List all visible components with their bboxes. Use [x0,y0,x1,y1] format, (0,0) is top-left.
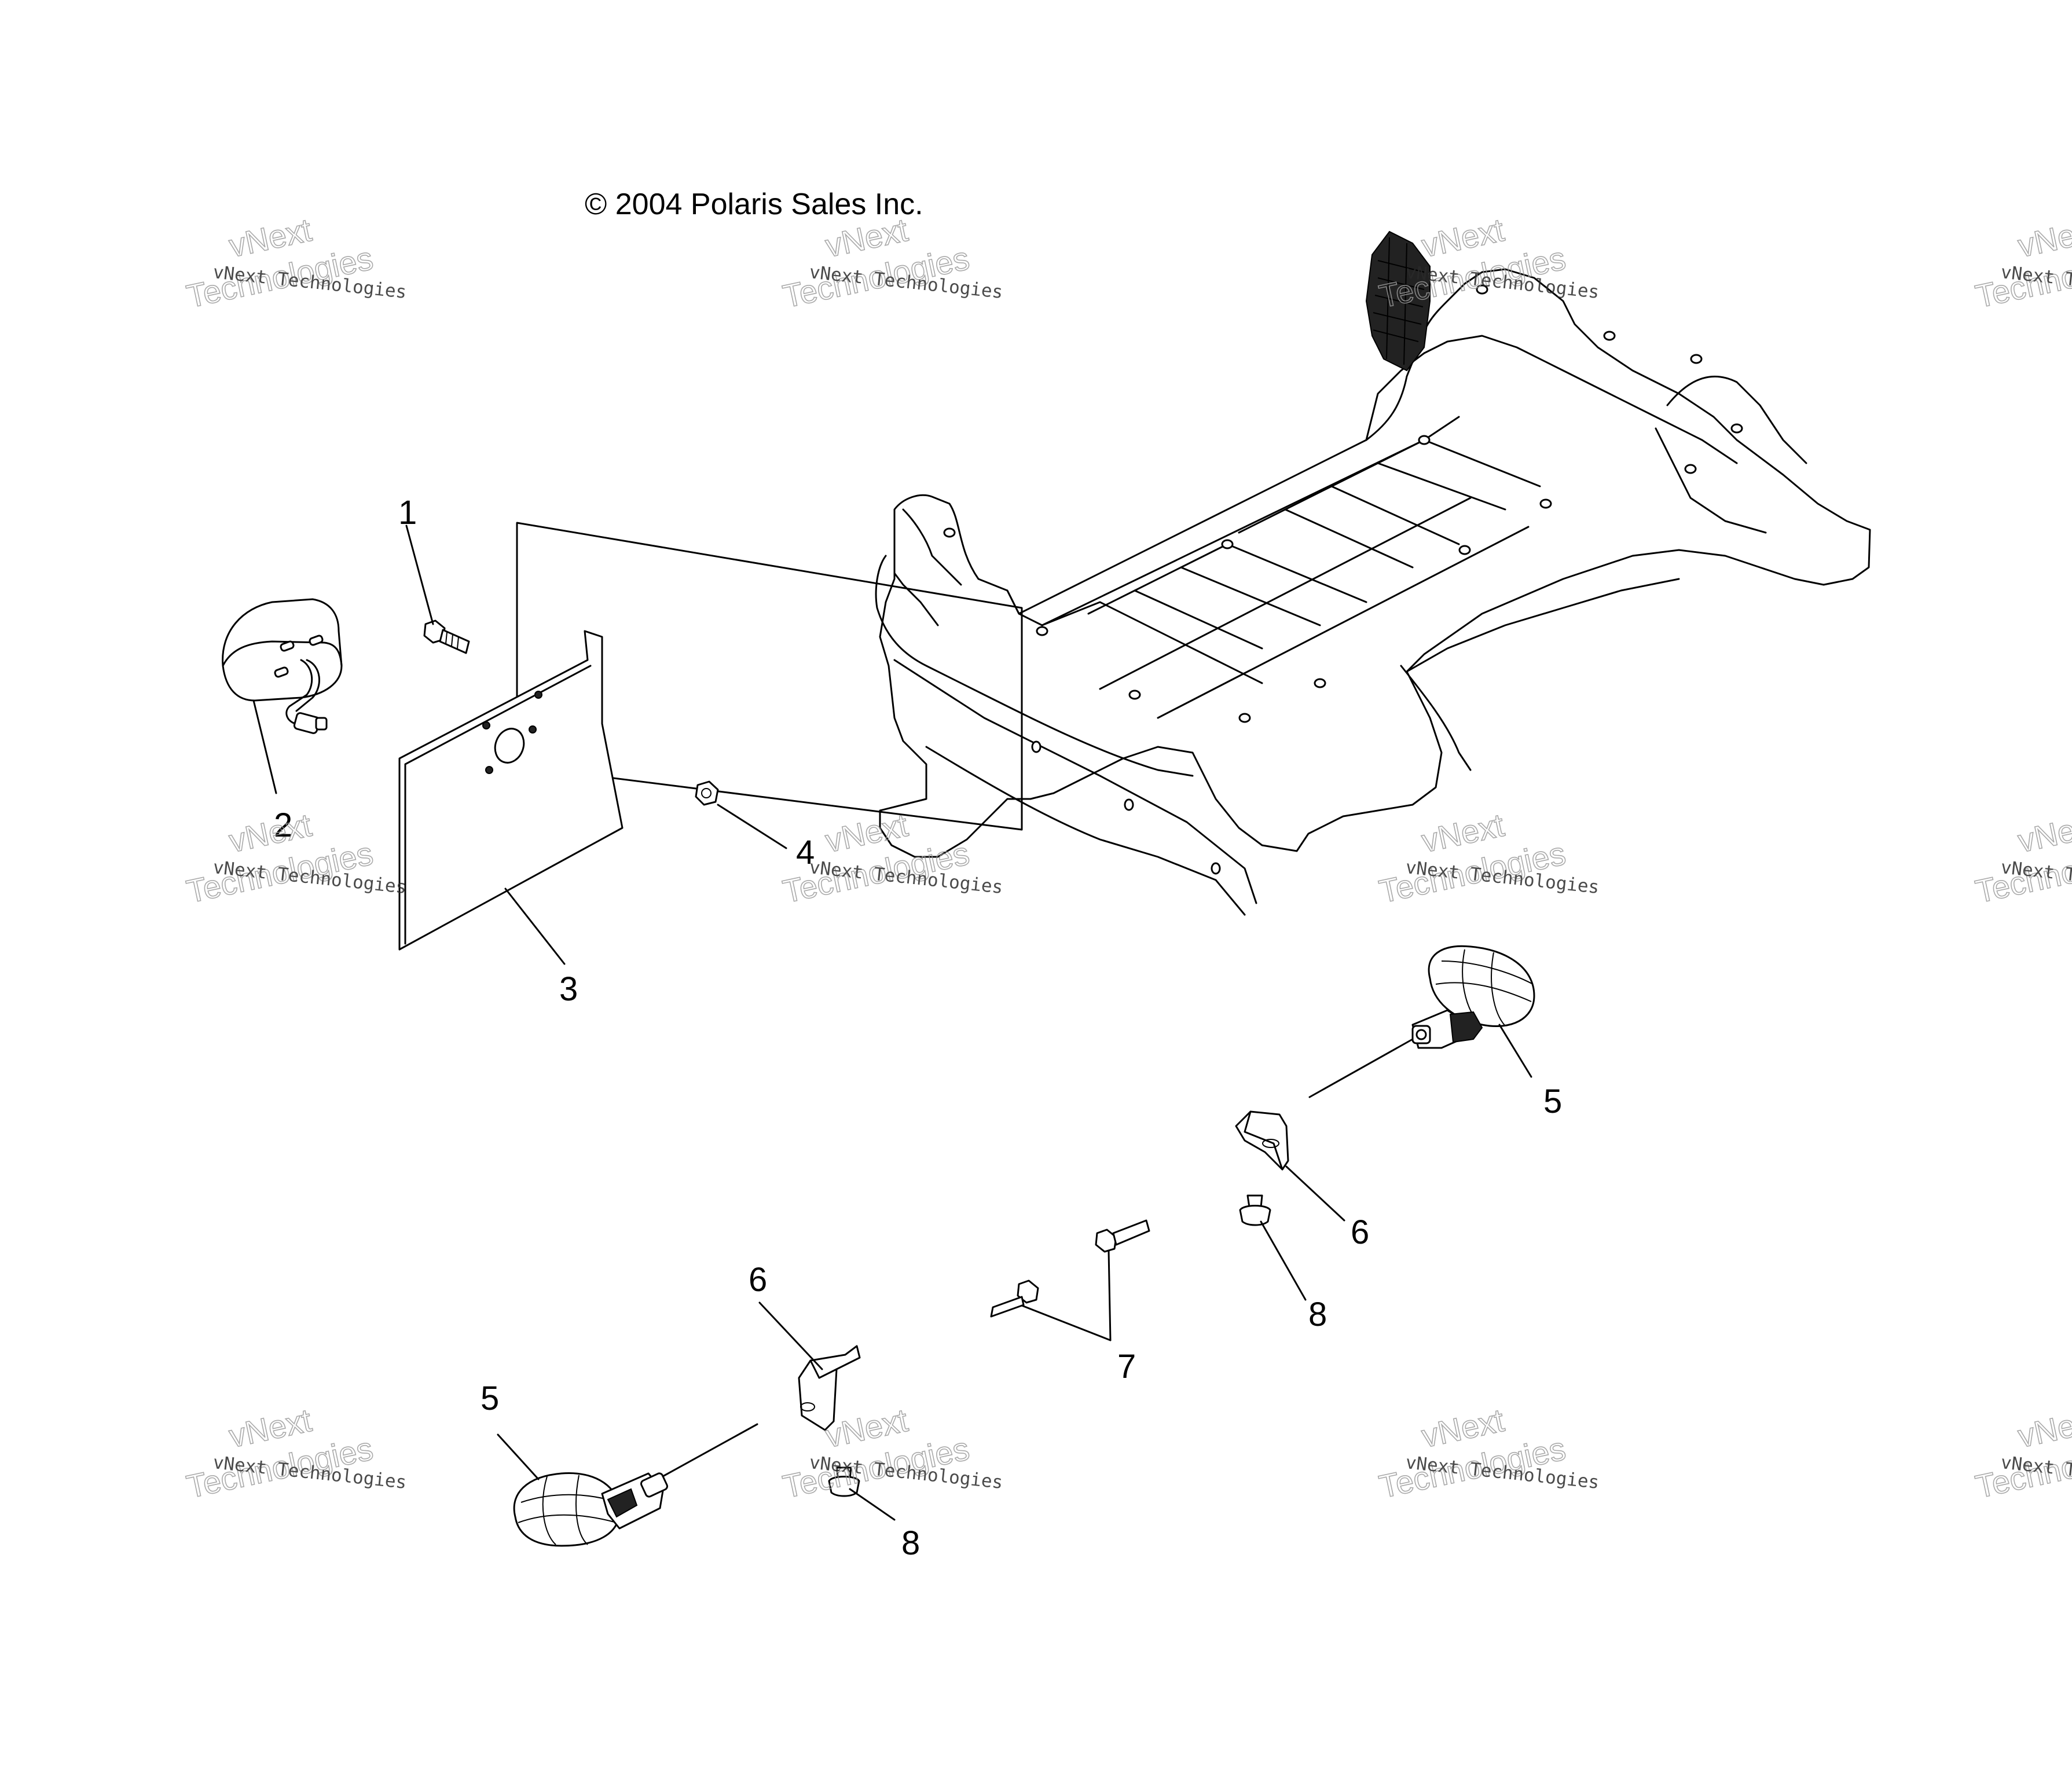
bolts-7 [990,1219,1150,1318]
svg-text:vNext: vNext [2015,1402,2072,1454]
copyright-text: © 2004 Polaris Sales Inc. [585,188,923,221]
turn-signal-bracket-left [798,1345,861,1431]
callout-6-left: 6 [749,1261,767,1299]
watermark: vNext Technologies [183,1401,376,1505]
license-plate-light [222,598,343,734]
callout-5-left: 5 [481,1380,499,1417]
body-mount-holes [943,284,1743,875]
turn-signal-bracket-right [1235,1110,1289,1171]
callout-7: 7 [1117,1348,1136,1385]
watermark: vNext Technologies [1972,806,2072,910]
watermark: vNext Technologies [183,211,376,315]
callout-8-left: 8 [901,1524,920,1562]
callout-3: 3 [559,970,578,1008]
push-rivet-right [1239,1194,1271,1226]
callout-6-right: 6 [1351,1213,1369,1251]
turn-signal-right [1411,945,1535,1049]
watermark: vNext Technologies [1376,806,1569,910]
bolt-1 [423,619,470,654]
rear-fender-body [875,230,1871,916]
callouts: 1 2 3 4 5 6 8 6 7 5 8 [274,494,1562,1562]
leader-lines [252,525,1532,1521]
callout-5-right: 5 [1543,1083,1562,1120]
turn-signal-left [513,1472,668,1547]
callout-4: 4 [796,834,815,871]
svg-text:vNext: vNext [2015,806,2072,859]
callout-8-right: 8 [1308,1296,1327,1333]
svg-text:vNext: vNext [2015,211,2072,264]
license-plate-bracket [398,522,1023,951]
nut-4 [695,780,719,806]
watermark: vNext Technologies [1376,1401,1569,1505]
callout-2: 2 [274,806,292,844]
callout-1: 1 [398,494,417,531]
watermark: vNext Technologies [1972,211,2072,315]
watermark: vNext Technologies [1972,1401,2072,1505]
